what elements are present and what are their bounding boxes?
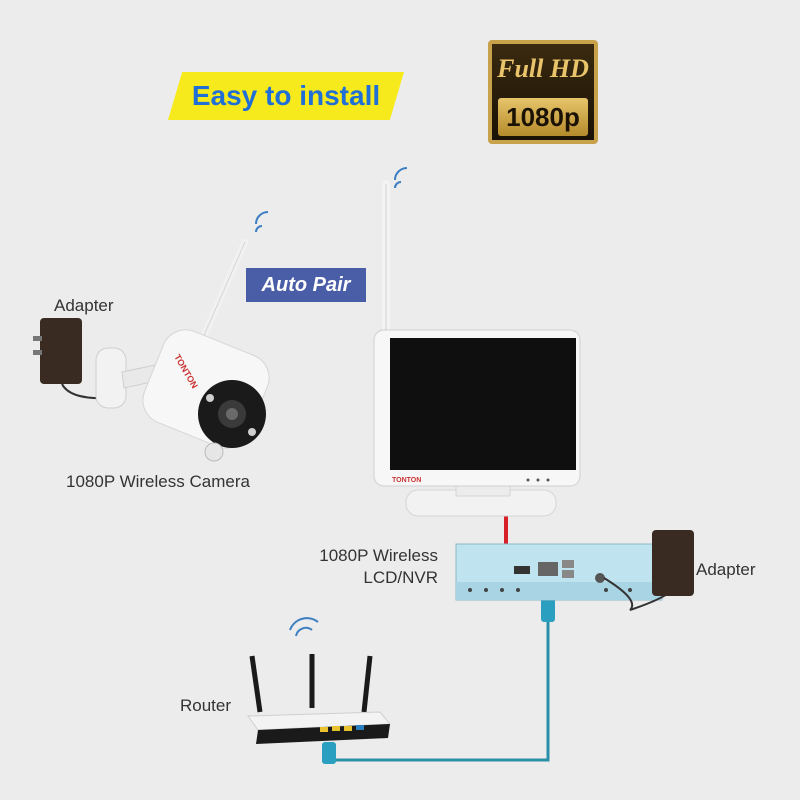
router-label: Router — [180, 696, 232, 715]
nvr-label-line2: LCD/NVR — [363, 568, 438, 587]
nvr-box-icon — [455, 543, 663, 601]
easy-install-banner — [168, 72, 404, 120]
camera-adapter-label: Adapter — [54, 296, 114, 315]
auto-pair-tag: Auto Pair — [246, 268, 366, 302]
lcd-monitor-icon: TONTON — [373, 167, 581, 517]
easy-install-text: Easy to install — [191, 80, 381, 111]
nvr-label-line1: 1080P Wireless — [319, 546, 438, 565]
network-cable — [330, 620, 550, 762]
router-icon — [247, 617, 392, 744]
wireless-camera-icon: TONTON — [95, 211, 270, 462]
full-hd-text: Full HD — [497, 54, 589, 83]
svg-text:TONTON: TONTON — [392, 477, 421, 484]
nvr-cable-plug — [541, 598, 555, 622]
resolution-text: 1080p — [498, 98, 588, 136]
router-cable-plug — [322, 742, 336, 764]
full-hd-badge: Full HD 1080p — [488, 40, 598, 144]
camera-adapter-icon — [33, 318, 111, 400]
nvr-adapter-label: Adapter — [696, 560, 756, 579]
nvr-adapter-icon — [603, 530, 694, 611]
camera-label: 1080P Wireless Camera — [66, 472, 250, 491]
